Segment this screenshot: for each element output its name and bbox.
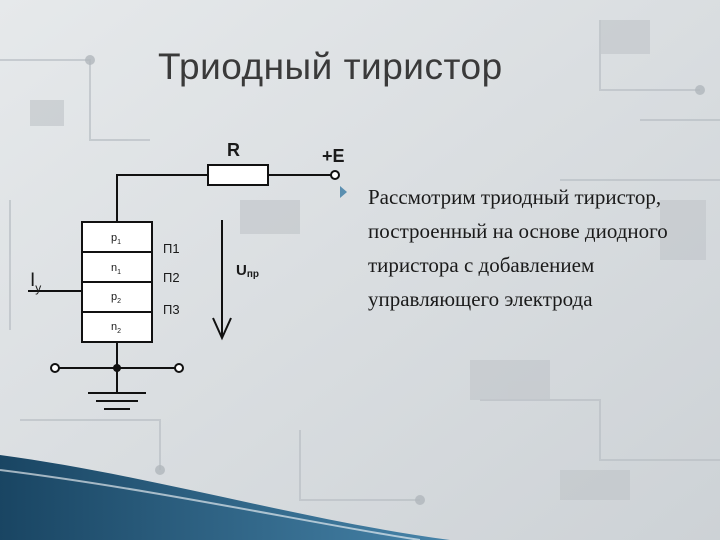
layer-p2-label: p2	[111, 291, 121, 305]
supply-label: +E	[322, 146, 345, 166]
ground-node	[113, 364, 121, 372]
bottom-right-terminal	[174, 363, 184, 373]
layer-n1-label: n1	[111, 262, 121, 276]
wire-top	[116, 174, 208, 222]
slide-title: Триодный тиристор	[158, 46, 503, 87]
junction-label-j3: П3	[163, 302, 180, 317]
bullet-text: Рассмотрим триодный тиристор, построенны…	[368, 185, 668, 311]
voltage-label: Uпр	[236, 262, 259, 280]
control-current-label: Iу	[30, 270, 41, 295]
bullet-arrow-icon	[340, 186, 347, 198]
resistor-label: R	[227, 140, 240, 160]
layer-n2-label: n2	[111, 321, 121, 335]
junction-label-j2: П2	[163, 270, 180, 285]
layer-p1-label: p1	[111, 232, 121, 246]
supply-terminal	[330, 170, 340, 180]
bottom-left-terminal	[50, 363, 60, 373]
resistor	[207, 164, 269, 186]
junction-label-j1: П1	[163, 241, 180, 256]
